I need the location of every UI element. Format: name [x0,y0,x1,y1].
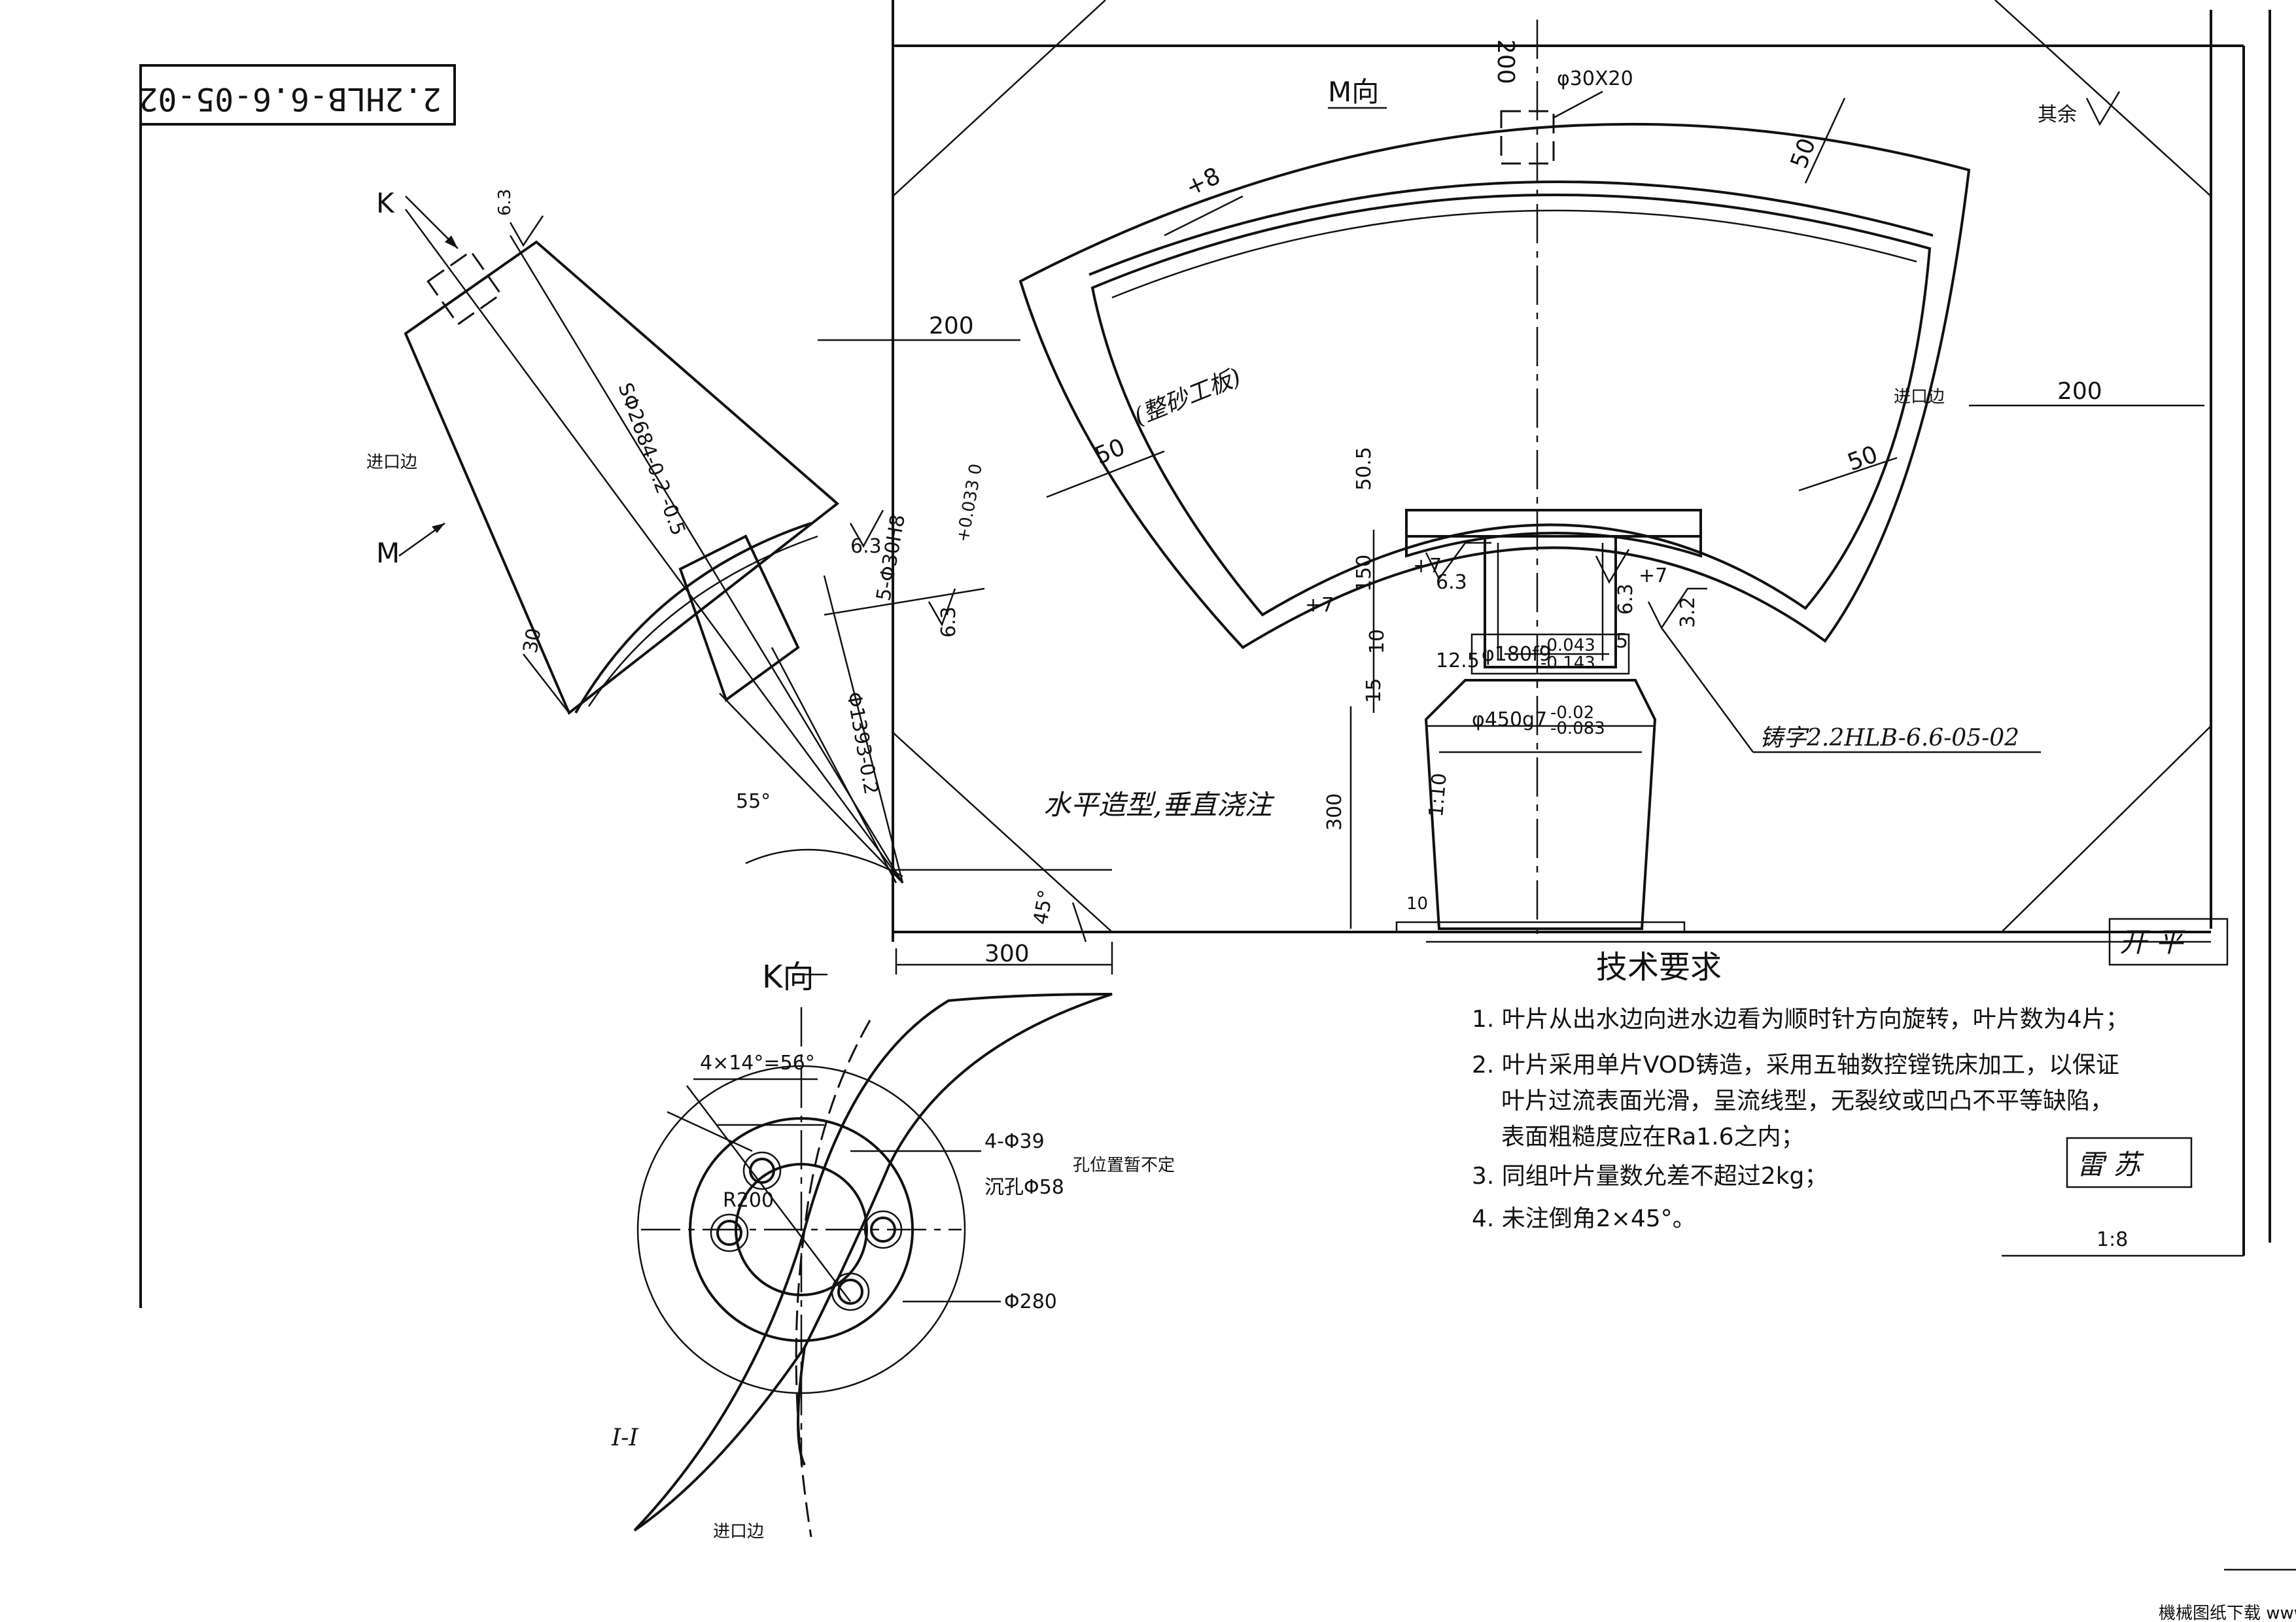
cut-mark: Ⅰ-Ⅰ [611,1424,638,1451]
tech-item-3: 3. 同组叶片量数允差不超过2kg； [1472,1163,1828,1190]
k-view: K向 4×14°=56° R200 4-Φ39 沉孔Φ58 孔位置暂不定 Φ [611,959,1175,1542]
tol-holes: +0.033 0 [953,462,986,544]
blade-section-outline [404,240,840,716]
view-label-m: M向 [1328,76,1379,108]
dim-200-right: 200 [2057,378,2102,405]
dim-15: 15 [1363,678,1385,703]
tol-phi450-up: -0.02 [1550,703,1594,723]
drawing-number: 2.2HLB-6.6-05-02 [139,80,442,117]
stamp-a: 开 平 [2119,926,2185,958]
bolt-hole [837,1279,863,1305]
tol-phi180-lo: -0.143 [1540,653,1595,673]
dim-200-top: 200 [1492,39,1519,84]
title-block: 开 平 雷 苏 1:8 機械图纸下载 www.jixietuzhi.cn [2066,918,2296,1622]
side-ra-6-3a: 6.3 [495,189,515,216]
scale-note: 1:8 [2096,1228,2128,1251]
dim-r200: R200 [723,1189,774,1212]
process-note: 水平造型,垂直浇注 [1043,789,1275,821]
label-m: M [376,537,400,569]
sheet-border [892,0,2296,1571]
k-inlet-label: 进口边 [713,1522,764,1542]
dim-phi1393: Φ1393-0.2 [842,690,882,796]
dim-angle: 4×14°=56° [700,1052,815,1075]
dim-sphere: SΦ2684-0.2 -0.5 [613,380,689,539]
dim-50-5: 50.5 [1353,447,1376,491]
dim-7c: +7 [1639,564,1667,587]
main-view: M向 其余 (整砂工板) 进口边 铸字2.2HLB-6.6-05-02 水平造型… [818,0,2212,975]
dim-55: 55° [736,790,771,813]
tol-phi180-up: -0.043 [1540,636,1595,655]
k-view-title: K向 [762,959,814,995]
side-ra-6-3b: 6.3 [850,535,882,558]
dim-45: 45° [1029,888,1058,926]
blade-outline-inner [1090,193,1932,617]
inner-note: (整砂工板) [1130,364,1245,430]
hole-note: 孔位置暂不定 [1073,1156,1175,1175]
dim-30: 30 [519,627,546,655]
dim-10a: 10 [1366,629,1389,654]
dim-12-5: 12.5 [1436,649,1480,672]
dim-phi450: φ450g7 [1472,708,1547,731]
dim-50-top: 50 [1786,135,1821,172]
hub [1395,509,1702,933]
drawing-number-frame: 2.2HLB-6.6-05-02 [139,64,456,1308]
dim-taper: 1:10 [1425,772,1452,818]
tech-item-1: 1. 叶片从出水边向进水边看为顺时针方向旋转，叶片数为4片； [1472,1006,2129,1033]
dim-7a: +7 [1305,594,1334,617]
label-k: K [376,187,395,219]
k-blade-outline [633,993,1113,1532]
watermark: 機械图纸下载 www.jixietuzhi.cn [2159,1604,2296,1622]
dim-200-left: 200 [929,313,974,339]
tol-phi450-lo: -0.083 [1550,719,1605,738]
ra-6-3a: 6.3 [1436,571,1467,594]
ra-6-3b: 6.3 [1614,583,1637,615]
dim-10b: 10 [1406,894,1428,914]
tech-item-2: 2. 叶片采用单片VOD铸造，采用五轴数控镗铣床加工，以保证 [1472,1052,2119,1078]
dim-150: 150 [1353,555,1376,592]
tech-item-2b: 叶片过流表面光滑，呈流线型，无裂纹或凹凸不平等缺陷， [1501,1088,2113,1114]
dim-phi180: φ180f9 [1482,643,1552,666]
tech-item-4: 4. 未注倒角2×45°。 [1472,1205,1696,1232]
tech-title: 技术要求 [1596,949,1722,986]
dim-counterbore: 沉孔Φ58 [984,1176,1064,1199]
ra-3-2: 3.2 [1677,596,1699,628]
blade-outline-outer [1018,122,1971,649]
casting-text: 铸字2.2HLB-6.6-05-02 [1760,725,2019,751]
dim-50-left: 50 [1091,434,1129,470]
dim-4-phi39: 4-Φ39 [984,1130,1045,1153]
side-ra-6-3c: 6.3 [937,606,960,638]
other-surfaces-note: 其余 [2038,103,2077,126]
side-inlet-label: 进口边 [366,453,417,472]
dim-7b: +7 [1413,555,1442,578]
dim-300-v: 300 [1323,793,1346,831]
stamp-b: 雷 苏 [2077,1148,2144,1181]
dim-5: 5 [1616,630,1628,653]
dim-30x20: φ30X20 [1557,67,1633,90]
bolt-hole [716,1220,742,1246]
tech-item-2c: 表面粗糙度应在Ra1.6之内； [1501,1124,1805,1150]
tech-requirements: 技术要求 1. 叶片从出水边向进水边看为顺时针方向旋转，叶片数为4片； 2. 叶… [1472,949,2129,1232]
dim-50-right: 50 [1844,441,1881,476]
dim-300-h: 300 [984,940,1030,967]
main-inlet-label: 进口边 [1894,387,1945,407]
dim-phi280: Φ280 [1004,1290,1057,1313]
